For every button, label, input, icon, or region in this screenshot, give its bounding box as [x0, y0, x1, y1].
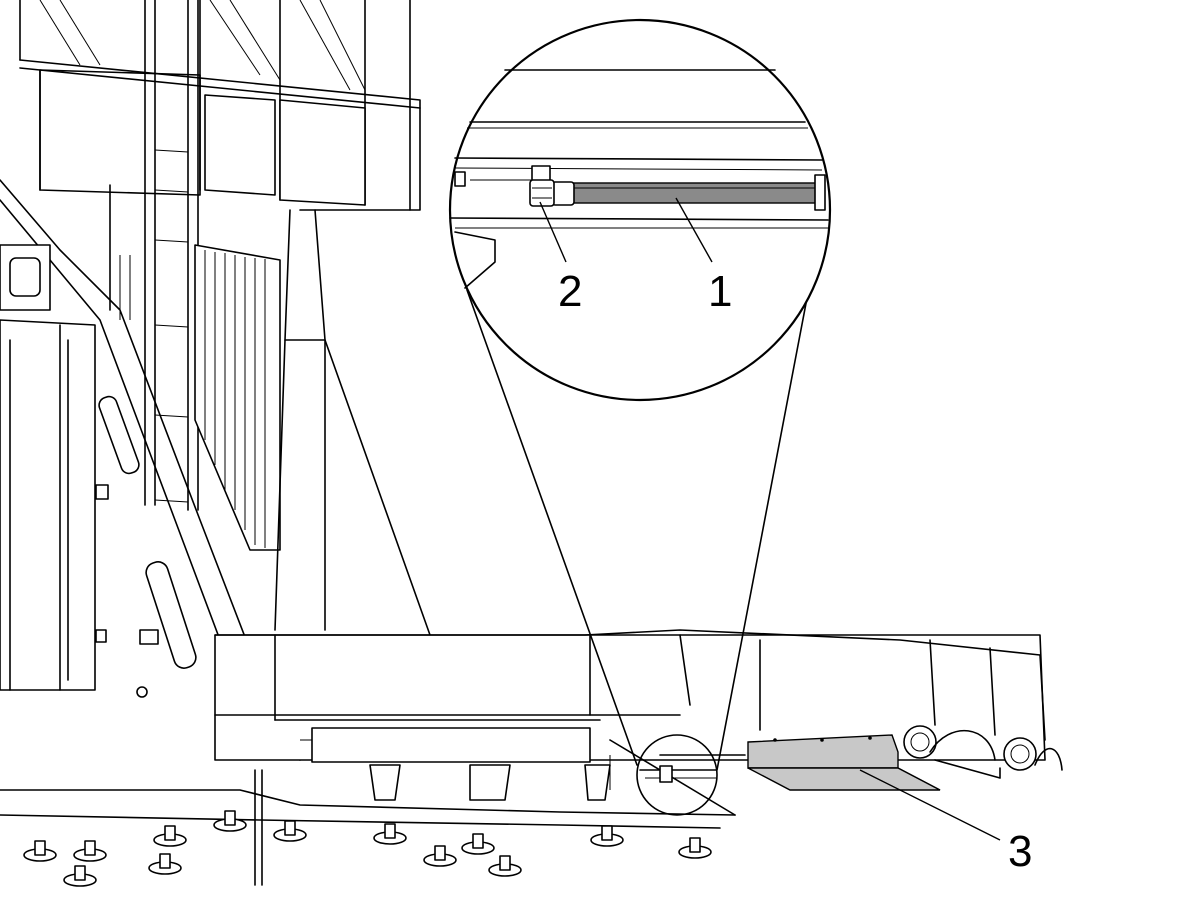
leader-lines: [539, 197, 1001, 841]
callout-1-label: 1: [708, 267, 732, 316]
magnification-lines: [466, 229, 821, 771]
callout-2-label: 2: [558, 267, 582, 316]
leveling-feet: [23, 764, 712, 887]
hose-fitting: [551, 181, 575, 206]
hose: [571, 182, 823, 204]
highlighted-cover: [747, 734, 941, 791]
detail-magnified-circle: [448, 18, 832, 402]
callout-3-label: 3: [1008, 827, 1032, 876]
base-platform: [0, 629, 1046, 829]
detail-source-circle: [636, 734, 718, 816]
machine-frame: [0, 0, 431, 761]
cable-chain: [903, 725, 1063, 779]
